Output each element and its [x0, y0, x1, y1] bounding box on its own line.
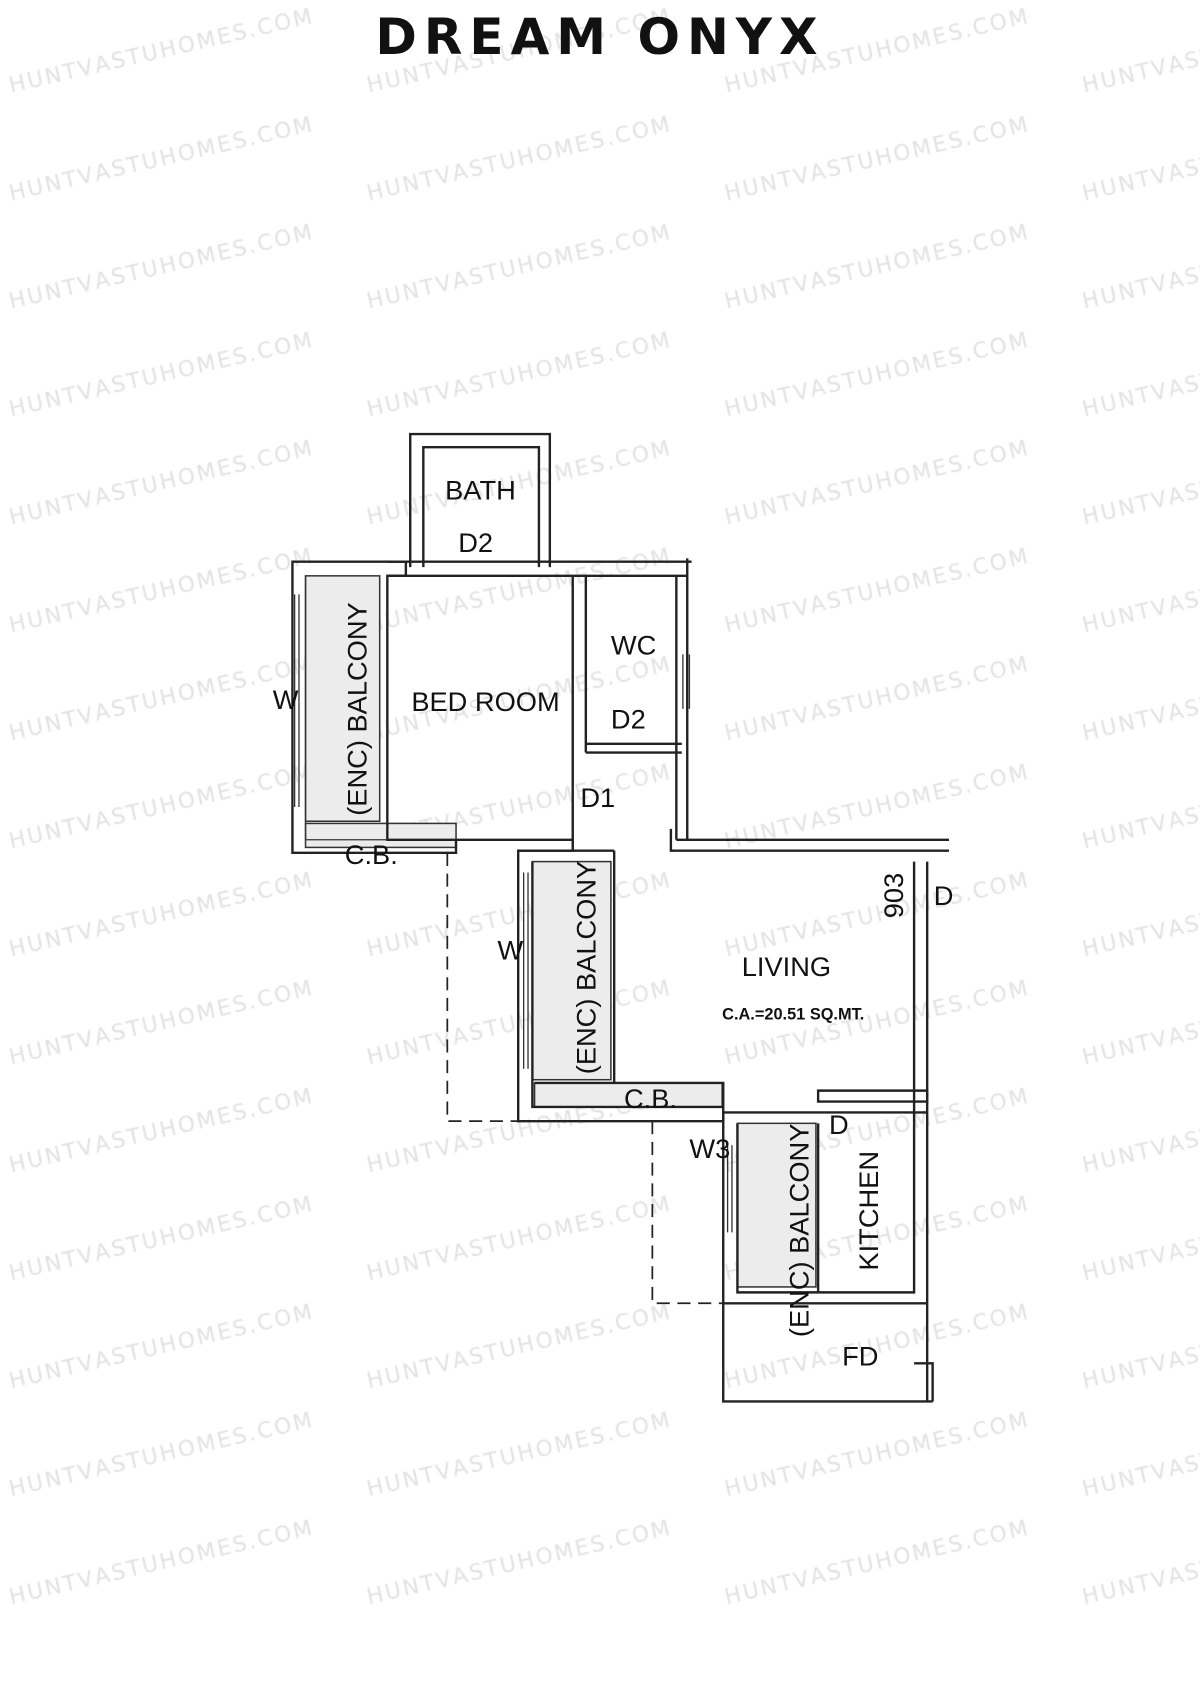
- bath-door-label: D2: [458, 527, 493, 558]
- plan-title: DREAM ONYX: [375, 8, 825, 66]
- main-door-label: D: [934, 880, 954, 911]
- wc-door-label: D2: [611, 704, 646, 735]
- bedroom-door-label: D1: [580, 782, 615, 813]
- kitchen-door-label: D: [829, 1109, 849, 1140]
- kitchen-balcony-floor: [736, 1122, 817, 1288]
- living-area-label: C.A.=20.51 SQ.MT.: [722, 1006, 864, 1024]
- bedroom-balcony-label: (ENC) BALCONY: [342, 602, 373, 816]
- bedroom-window-label: W: [273, 684, 299, 715]
- bath-label: BATH: [445, 475, 516, 506]
- living-cb-label: C.B.: [624, 1083, 677, 1114]
- fd-label: FD: [842, 1340, 878, 1371]
- kitchen-label: KITCHEN: [853, 1151, 884, 1271]
- living-label: LIVING: [742, 951, 831, 982]
- bedroom-balcony-floor: [304, 575, 381, 822]
- living-balcony-label: (ENC) BALCONY: [571, 861, 602, 1074]
- kitchen-balcony-label: (ENC) BALCONY: [783, 1124, 814, 1338]
- living-window-label: W: [497, 935, 523, 966]
- bedroom-label: BED ROOM: [411, 686, 559, 717]
- bedroom-cb-label: C.B.: [345, 839, 398, 870]
- walls: [291, 432, 949, 1403]
- kitchen-window-label: W3: [689, 1133, 730, 1164]
- flat-number: 903: [878, 873, 909, 918]
- wc-label: WC: [611, 629, 656, 660]
